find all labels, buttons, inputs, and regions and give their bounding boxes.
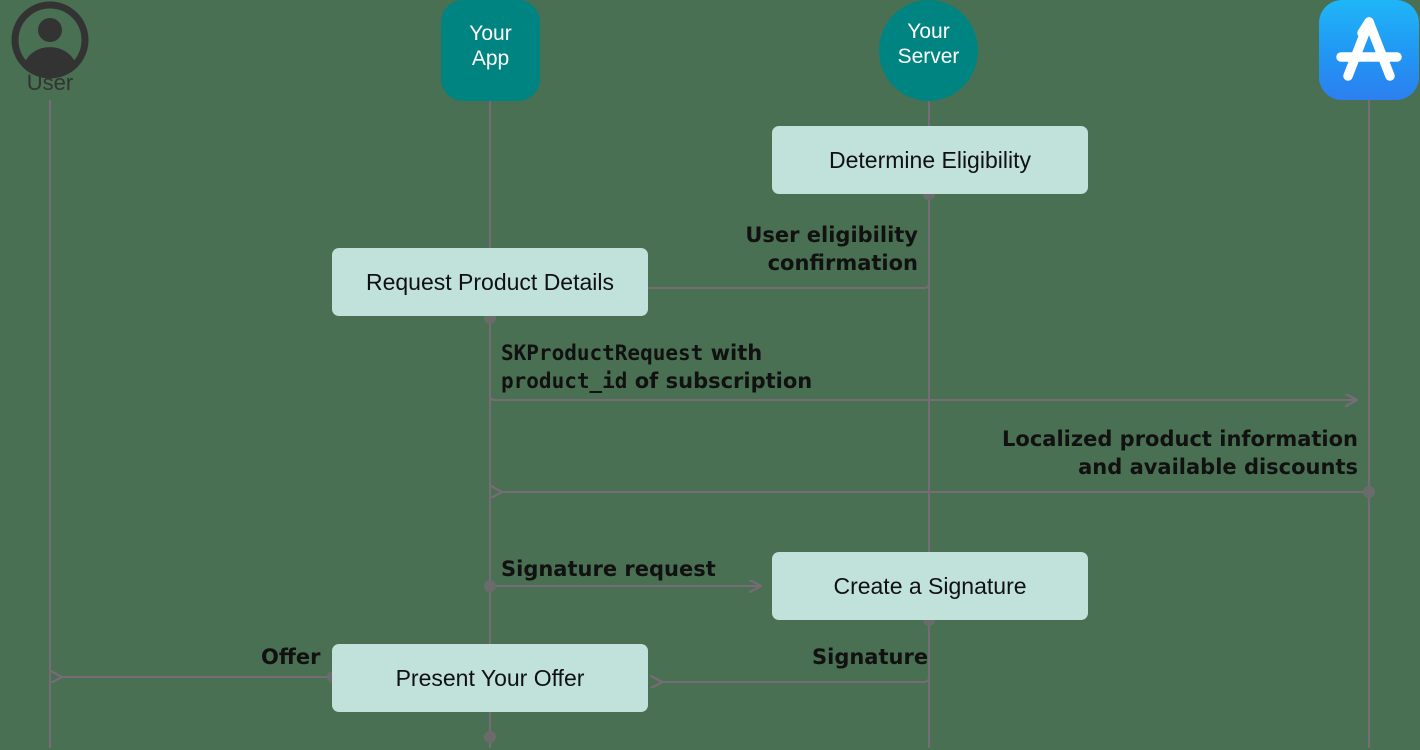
action-box-determine-eligibility[interactable]: Determine Eligibility (772, 126, 1088, 194)
action-label-determine-eligibility: Determine Eligibility (829, 146, 1031, 173)
dot-present-your-offer-bottom (484, 731, 496, 743)
app-store-icon[interactable] (1319, 0, 1419, 100)
message-token-with: with (703, 341, 763, 365)
user-avatar-icon (10, 0, 90, 80)
message-label-signature-request: Signature request (501, 557, 716, 581)
message-label-localized-product-information: Localized product information and availa… (1002, 427, 1358, 479)
message-label-user-eligibility-confirmation: User eligibility confirmation (745, 223, 918, 275)
message-label-signature: Signature (812, 645, 929, 669)
action-box-present-your-offer[interactable]: Present Your Offer (332, 644, 648, 712)
action-label-create-a-signature: Create a Signature (833, 572, 1027, 599)
dot-signature-request-origin (484, 580, 496, 592)
participant-node-server[interactable] (879, 0, 978, 101)
action-box-request-product-details[interactable]: Request Product Details (332, 248, 648, 316)
message-token-product-id: product_id (501, 369, 628, 393)
message-label-offer: Offer (261, 645, 321, 669)
message-token-skproductrequest: SKProductRequest (501, 341, 704, 365)
action-label-present-your-offer: Present Your Offer (395, 664, 585, 691)
participant-label-user: User (26, 70, 74, 95)
action-box-create-a-signature[interactable]: Create a Signature (772, 552, 1088, 620)
message-token-of-subscription: of subscription (627, 369, 813, 393)
action-label-request-product-details: Request Product Details (365, 268, 614, 295)
participant-node-app[interactable] (441, 0, 540, 101)
dot-appstore-response (1363, 486, 1375, 498)
message-label-skproductrequest: SKProductRequest with product_id of subsc… (501, 339, 1021, 395)
